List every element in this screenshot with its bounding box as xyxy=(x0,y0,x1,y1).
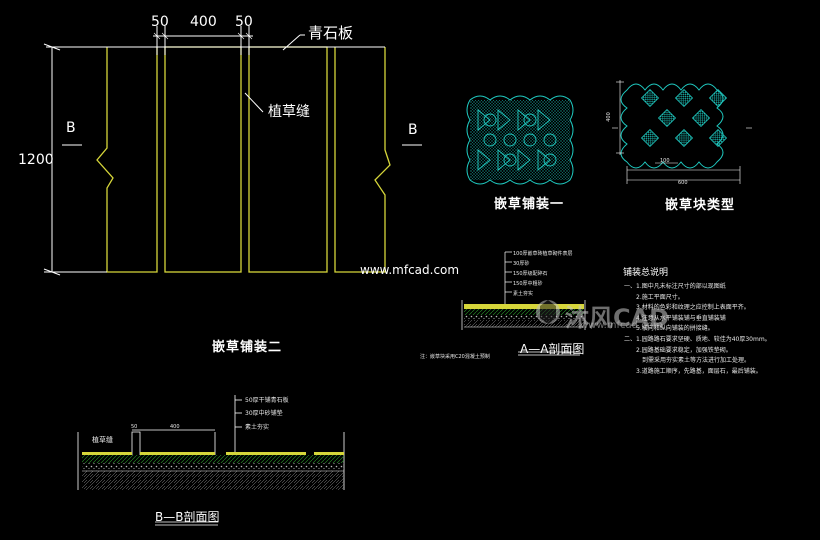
notes-line: 到需采用夯实素土等方法进行加工处理。 xyxy=(624,357,751,365)
dim-1200: 1200 xyxy=(18,152,54,168)
bb-title: B—B剖面图 xyxy=(155,510,220,524)
bb-dim-400: 400 xyxy=(170,424,180,430)
aa-layer-5: 素土夯实 xyxy=(513,291,534,297)
dim-50-left: 50 xyxy=(151,14,169,30)
notes-line: 4.注意从水平铺装铺与垂直铺装铺 xyxy=(624,314,726,322)
notes-line: 5.横向和纵向铺装的拼接缝。 xyxy=(624,325,714,333)
aa-layer-4: 150厚中粗砂 xyxy=(513,281,543,287)
notes-line: 3.材料的色彩和纹理之应控制上表面平齐。 xyxy=(624,304,750,312)
notes-body: 一、1.图中凡未标注尺寸的部以现图纸 2.施工平面尺寸。 3.材料的色彩和纹理之… xyxy=(624,282,771,377)
grass-paver-pattern xyxy=(466,95,574,185)
paving-one-title: 嵌草铺装一 xyxy=(494,197,565,212)
bb-layer-1: 50厚干铺青石板 xyxy=(245,397,289,404)
aa-layer-3: 150厚级配碎石 xyxy=(513,271,548,277)
watermark-url: www.mfcad.com xyxy=(360,263,460,277)
bb-label-grass: 植草缝 xyxy=(92,436,113,444)
aa-title: A—A剖面图 xyxy=(520,342,585,356)
section-bb xyxy=(77,395,345,526)
block-dim-inner: 100 xyxy=(660,158,670,164)
plan-title: 嵌草铺装二 xyxy=(212,340,283,355)
section-mark-right: B xyxy=(408,122,418,138)
notes-line: 二、1.园路路石要求坚硬、质地、较佳为40厚30mm。 xyxy=(624,335,771,343)
bb-layer-3: 素土夯实 xyxy=(245,424,270,431)
section-mark-left: B xyxy=(66,120,76,136)
dim-400: 400 xyxy=(190,14,217,30)
aa-layer-1: 100厚嵌草砖植草砌件表层 xyxy=(513,251,573,257)
watermark-brand-url: www.mfcad.com xyxy=(580,320,663,331)
aa-layer-2: 30厚砂 xyxy=(513,261,530,267)
notes-line: 一、1.图中凡未标注尺寸的部以现图纸 xyxy=(624,283,726,290)
label-slab: 青石板 xyxy=(308,24,354,42)
watermark-logo-icon xyxy=(536,300,560,324)
plan-view xyxy=(43,26,422,276)
block-dim-height: 400 xyxy=(605,112,612,122)
watermark-brand: 沐风CAD xyxy=(565,304,670,332)
notes-line: 2.园路基础要求稳定，加强铁垫砌。 xyxy=(624,346,732,354)
notes-line: 2.施工平面尺寸。 xyxy=(624,293,684,301)
block-type-title: 嵌草块类型 xyxy=(665,198,736,213)
aa-note: 注：嵌草块采用C20混凝土预制 xyxy=(420,354,490,360)
block-dim-width: 600 xyxy=(678,180,688,186)
dim-50-right: 50 xyxy=(235,14,253,30)
bb-dim-50: 50 xyxy=(131,424,138,430)
notes-heading: 铺装总说明 xyxy=(623,268,669,278)
section-aa xyxy=(461,251,586,356)
bb-layer-2: 30厚中砂铺垫 xyxy=(245,410,283,417)
block-type-detail xyxy=(612,80,752,184)
notes-line: 3.道路施工顺序，先路基，面层石，最后铺装。 xyxy=(624,367,762,375)
label-grass-joint: 植草缝 xyxy=(268,104,310,120)
